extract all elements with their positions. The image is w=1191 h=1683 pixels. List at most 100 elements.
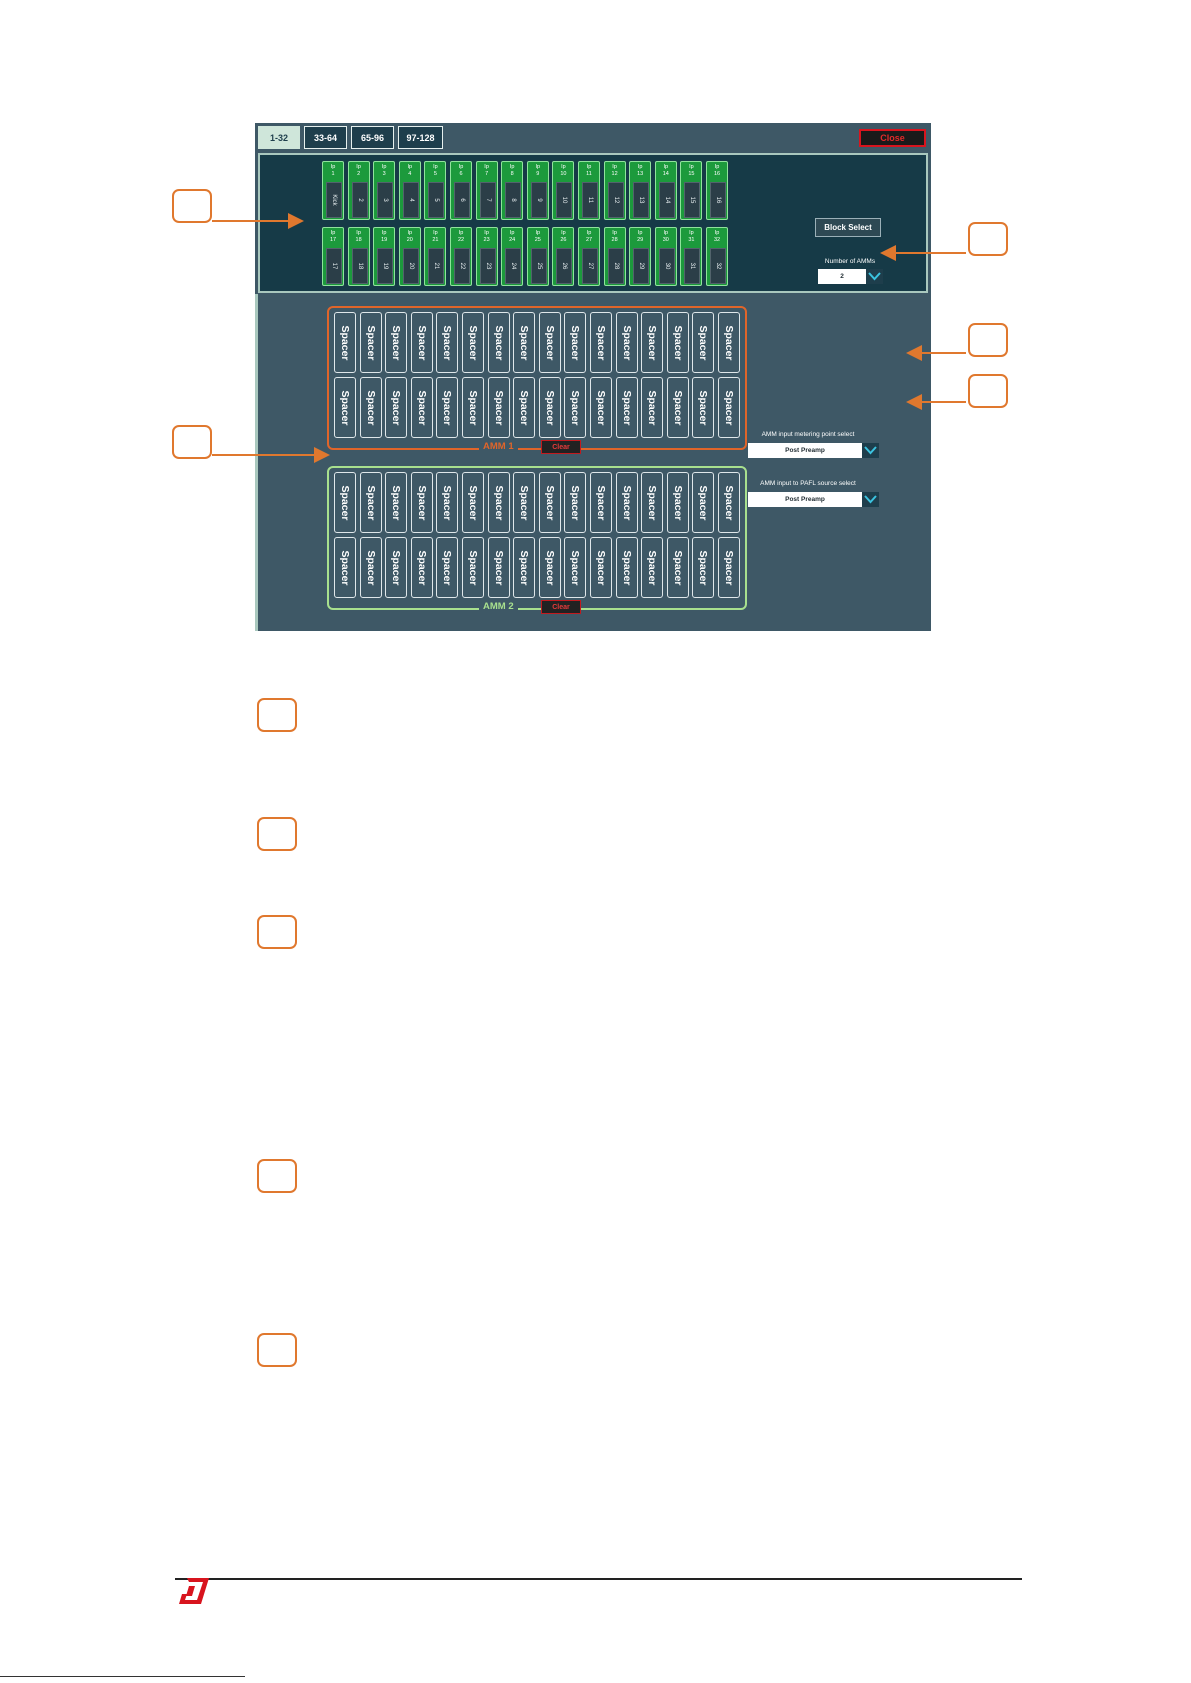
spacer-slot[interactable]: Spacer (410, 537, 433, 598)
spacer-slot[interactable]: Spacer (334, 472, 356, 533)
spacer-slot[interactable]: Spacer (538, 472, 561, 533)
spacer-slot[interactable]: Spacer (462, 377, 484, 438)
spacer-slot[interactable]: Spacer (590, 472, 612, 533)
spacer-slot[interactable]: Spacer (564, 312, 587, 373)
tab-33-64[interactable]: 33-64 (304, 126, 347, 149)
spacer-slot[interactable]: Spacer (436, 377, 459, 438)
spacer-slot[interactable]: Spacer (359, 472, 382, 533)
spacer-slot[interactable]: Spacer (385, 377, 408, 438)
spacer-slot[interactable]: Spacer (590, 312, 612, 373)
spacer-slot[interactable]: Spacer (666, 377, 689, 438)
spacer-slot[interactable]: Spacer (641, 537, 664, 598)
spacer-slot[interactable]: Spacer (385, 472, 408, 533)
metering-point-dropdown[interactable]: Post Preamp (748, 443, 862, 458)
spacer-slot[interactable]: Spacer (538, 312, 561, 373)
spacer-slot[interactable]: Spacer (487, 312, 510, 373)
spacer-slot[interactable]: Spacer (385, 312, 408, 373)
spacer-slot[interactable]: Spacer (334, 312, 356, 373)
spacer-slot[interactable]: Spacer (334, 537, 356, 598)
spacer-slot[interactable]: Spacer (385, 537, 408, 598)
spacer-slot[interactable]: Spacer (641, 472, 664, 533)
spacer-slot[interactable]: Spacer (692, 537, 715, 598)
chevron-down-icon[interactable] (862, 443, 879, 458)
spacer-slot[interactable]: Spacer (615, 472, 638, 533)
spacer-slot[interactable]: Spacer (666, 472, 689, 533)
spacer-slot[interactable]: Spacer (462, 312, 484, 373)
spacer-slot[interactable]: Spacer (538, 537, 561, 598)
spacer-slot[interactable]: Spacer (718, 537, 740, 598)
spacer-slot[interactable]: Spacer (487, 537, 510, 598)
spacer-slot[interactable]: Spacer (436, 312, 459, 373)
spacer-slot[interactable]: Spacer (692, 377, 715, 438)
spacer-slot[interactable]: Spacer (410, 377, 433, 438)
spacer-slot[interactable]: Spacer (718, 312, 740, 373)
spacer-slot[interactable]: Spacer (590, 537, 612, 598)
tab-1-32[interactable]: 1-32 (258, 126, 300, 149)
spacer-slot[interactable]: Spacer (513, 537, 536, 598)
spacer-slot[interactable]: Spacer (513, 472, 536, 533)
spacer-slot[interactable]: Spacer (564, 472, 587, 533)
spacer-slot[interactable]: Spacer (513, 377, 536, 438)
spacer-slot[interactable]: Spacer (590, 377, 612, 438)
chevron-down-icon[interactable] (862, 492, 879, 507)
spacer-slot[interactable]: Spacer (615, 312, 638, 373)
spacer-slot[interactable]: Spacer (718, 472, 740, 533)
spacer-slot[interactable]: Spacer (666, 537, 689, 598)
spacer-slot[interactable]: Spacer (641, 377, 664, 438)
spacer-slot[interactable]: Spacer (359, 377, 382, 438)
number-of-amms-dropdown[interactable]: 2 (818, 269, 866, 284)
spacer-slot[interactable]: Spacer (513, 312, 536, 373)
spacer-slot[interactable]: Spacer (334, 377, 356, 438)
spacer-slot[interactable]: Spacer (410, 312, 433, 373)
spacer-slot[interactable]: Spacer (410, 472, 433, 533)
spacer-slot[interactable]: Spacer (564, 377, 587, 438)
spacer-slot[interactable]: Spacer (487, 377, 510, 438)
spacer-slot[interactable]: Spacer (692, 472, 715, 533)
spacer-slot[interactable]: Spacer (436, 537, 459, 598)
spacer-slot[interactable]: Spacer (538, 377, 561, 438)
close-button[interactable]: Close (859, 129, 926, 147)
spacer-slot[interactable]: Spacer (718, 377, 740, 438)
tab-65-96[interactable]: 65-96 (351, 126, 394, 149)
spacer-slot[interactable]: Spacer (462, 472, 484, 533)
tab-97-128[interactable]: 97-128 (398, 126, 443, 149)
block-select-button[interactable]: Block Select (815, 218, 881, 237)
spacer-slot[interactable]: Spacer (692, 312, 715, 373)
spacer-slot[interactable]: Spacer (359, 537, 382, 598)
spacer-slot[interactable]: Spacer (641, 312, 664, 373)
spacer-slot[interactable]: Spacer (359, 312, 382, 373)
amm-1-clear-button[interactable]: Clear (541, 440, 581, 454)
amm-2-clear-button[interactable]: Clear (541, 600, 581, 614)
spacer-slot[interactable]: Spacer (666, 312, 689, 373)
